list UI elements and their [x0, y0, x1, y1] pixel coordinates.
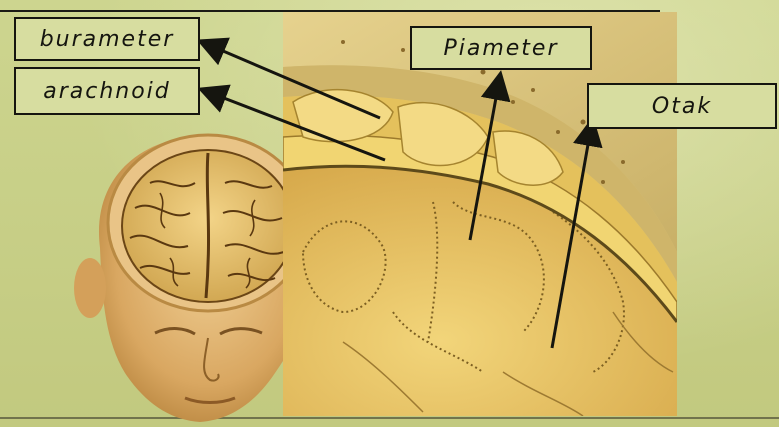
label-otak: Otak — [589, 85, 775, 127]
label-box-arachnoid: arachnoid — [14, 67, 200, 115]
label-arachnoid: arachnoid — [16, 69, 198, 113]
label-piameter: Piameter — [412, 28, 590, 68]
label-box-durameter: burameter — [14, 17, 200, 61]
label-box-otak: Otak — [587, 83, 777, 129]
label-box-piameter: Piameter — [410, 26, 592, 70]
meninges-cross-section-illustration — [283, 12, 677, 416]
label-durameter: burameter — [16, 19, 198, 59]
